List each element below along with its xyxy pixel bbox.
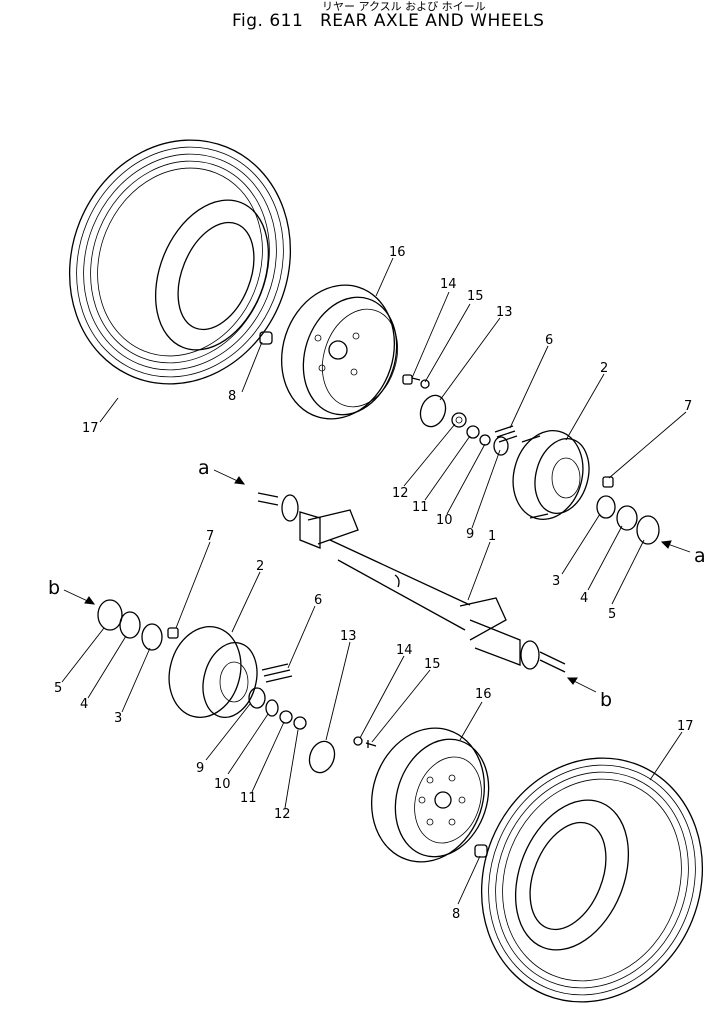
upper-tire — [68, 139, 292, 385]
callout-4-lower: 4 — [80, 697, 88, 712]
upper-wheel-rim — [280, 284, 398, 420]
callout-8-upper: 8 — [228, 389, 236, 404]
callout-2-upper: 2 — [600, 361, 608, 376]
arrow-a-left-label: a — [198, 457, 210, 479]
arrow-a-left — [213, 469, 246, 485]
callout-6-lower: 6 — [314, 593, 322, 608]
upper-brake-drum — [512, 430, 660, 545]
callout-16-lower: 16 — [475, 687, 492, 702]
callout-11-upper: 11 — [412, 500, 429, 515]
figure-title: REAR AXLE AND WHEELS — [320, 11, 544, 31]
callout-4-upper: 4 — [580, 591, 588, 606]
callout-16-upper: 16 — [389, 245, 406, 260]
callout-11-lower: 11 — [240, 791, 257, 806]
arrow-b-left — [63, 589, 96, 605]
callout-14-lower: 14 — [396, 643, 413, 658]
callout-10-lower: 10 — [214, 777, 231, 792]
lower-tire — [480, 757, 704, 1003]
arrow-b-right — [566, 677, 597, 693]
lower-brake-drum — [168, 626, 377, 774]
arrow-b-left-label: b — [48, 577, 60, 599]
callout-3-upper: 3 — [552, 574, 560, 589]
callout-10-upper: 10 — [436, 513, 453, 528]
callout-13-upper: 13 — [496, 305, 513, 320]
callout-17-upper: 17 — [82, 421, 99, 436]
callout-12-lower: 12 — [274, 807, 291, 822]
callout-14-upper: 14 — [440, 277, 457, 292]
callout-9-lower: 9 — [196, 761, 204, 776]
callout-5-upper: 5 — [608, 607, 616, 622]
callout-5-lower: 5 — [54, 681, 62, 696]
callout-6-upper: 6 — [545, 333, 553, 348]
arrow-a-right-label: a — [694, 545, 706, 567]
lower-wheel-rim — [370, 727, 490, 863]
callout-8-lower: 8 — [452, 907, 460, 922]
callout-1-axle: 1 — [488, 529, 496, 544]
callout-7-lower: 7 — [206, 529, 214, 544]
callout-2-lower: 2 — [256, 559, 264, 574]
callout-17-lower: 17 — [677, 719, 694, 734]
callout-7-upper: 7 — [684, 399, 692, 414]
callout-12-upper: 12 — [392, 486, 409, 501]
leader-lines — [61, 257, 687, 905]
arrow-b-right-label: b — [600, 689, 612, 711]
callout-3-lower: 3 — [114, 711, 122, 726]
title-japanese: リヤー アクスル および ホイール — [322, 0, 486, 13]
callout-15-lower: 15 — [424, 657, 441, 672]
upper-hardware — [259, 331, 518, 456]
axle-beam — [257, 492, 566, 673]
arrow-a-right — [660, 540, 691, 553]
figure-number: Fig. 611 — [232, 11, 303, 31]
callout-9-upper: 9 — [466, 527, 474, 542]
lower-bearings — [97, 599, 179, 651]
callout-13-lower: 13 — [340, 629, 357, 644]
callout-15-upper: 15 — [467, 289, 484, 304]
